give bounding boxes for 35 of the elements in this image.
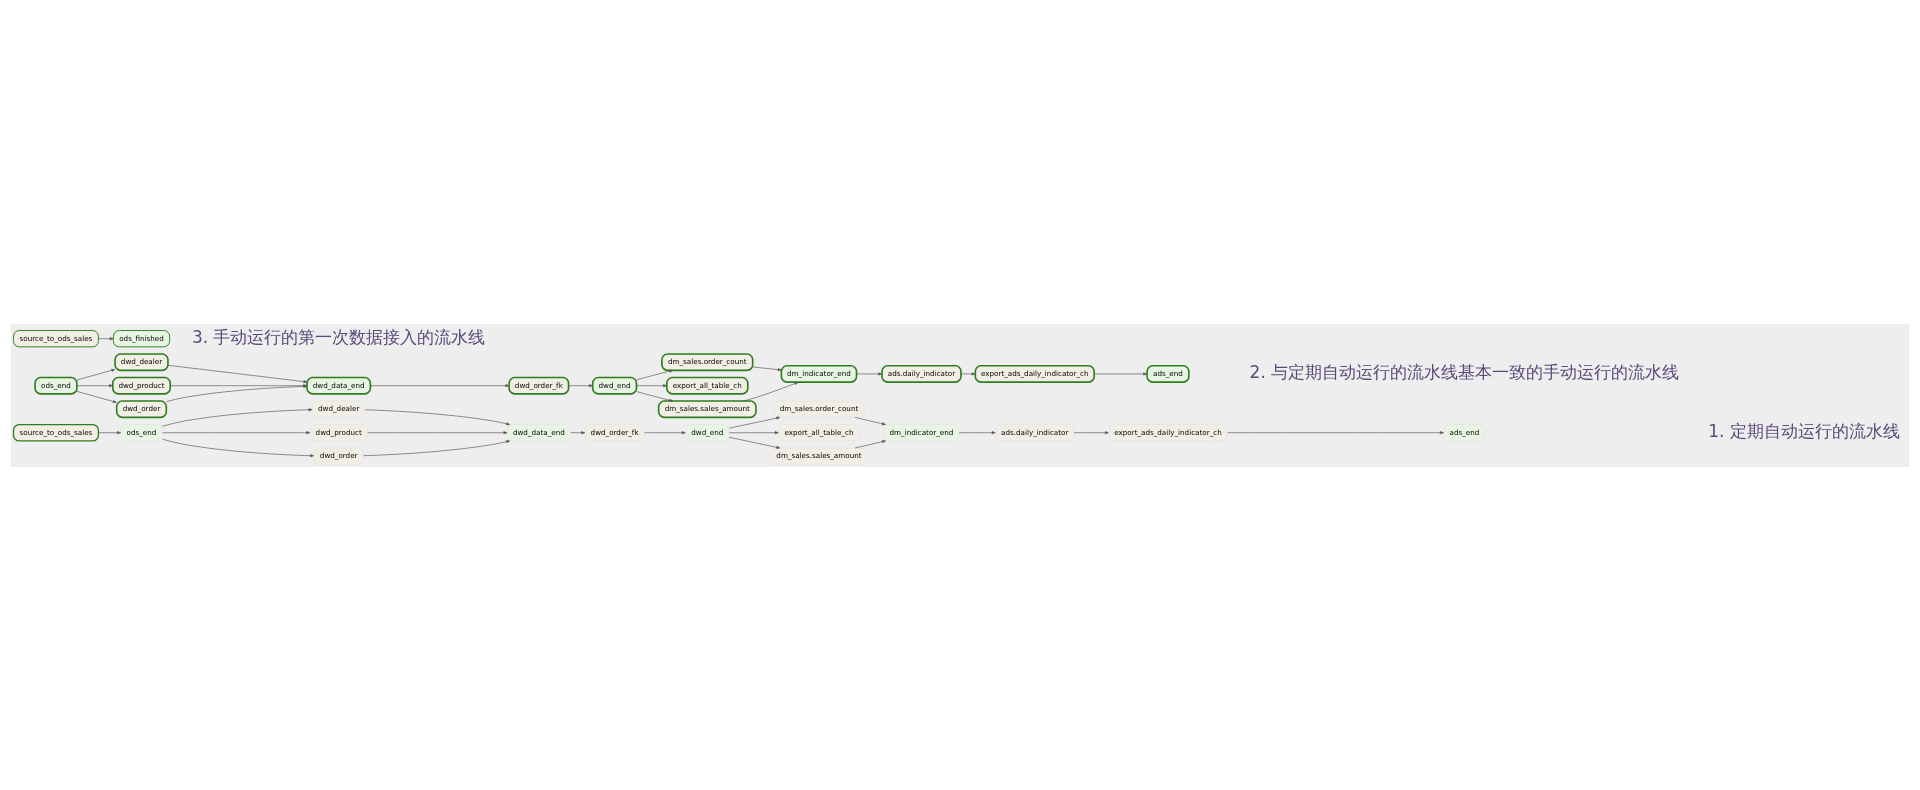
- arrow: [162, 407, 313, 427]
- label: 1. 定期自动运行的流水线: [1708, 420, 1900, 441]
- arrow: [370, 383, 510, 387]
- arrow: [854, 416, 886, 425]
- arrow: [367, 430, 508, 434]
- arrow: [636, 369, 674, 380]
- arrow: [752, 366, 782, 371]
- arrow: [76, 368, 116, 380]
- arrow: [570, 430, 586, 434]
- arrow: [98, 336, 114, 340]
- arrow: [644, 430, 686, 434]
- arrow: [728, 430, 779, 434]
- arrow: [728, 436, 781, 449]
- arrow: [958, 430, 996, 434]
- arrow: [363, 439, 511, 456]
- arrow: [960, 372, 976, 375]
- arrow: [1073, 430, 1109, 434]
- arrow: [162, 430, 311, 434]
- arrow: [856, 372, 883, 375]
- arrow: [162, 438, 314, 457]
- arrow: [98, 430, 121, 434]
- arrow: [365, 408, 511, 425]
- label: 3. 手动运行的第一次数据接入的流水线: [191, 326, 486, 347]
- arrow: [1227, 430, 1444, 434]
- label: 2. 与定期自动运行的流水线基本一致的手动运行的流水线: [1249, 361, 1680, 382]
- arrow: [636, 390, 674, 402]
- arrow: [76, 390, 117, 403]
- arrow: [743, 381, 799, 401]
- arrow: [854, 439, 886, 448]
- arrow: [76, 383, 114, 387]
- arrow: [568, 383, 593, 387]
- arrow: [1093, 372, 1148, 375]
- arrow: [167, 364, 308, 383]
- arrow: [636, 383, 668, 387]
- arrow: [728, 416, 781, 428]
